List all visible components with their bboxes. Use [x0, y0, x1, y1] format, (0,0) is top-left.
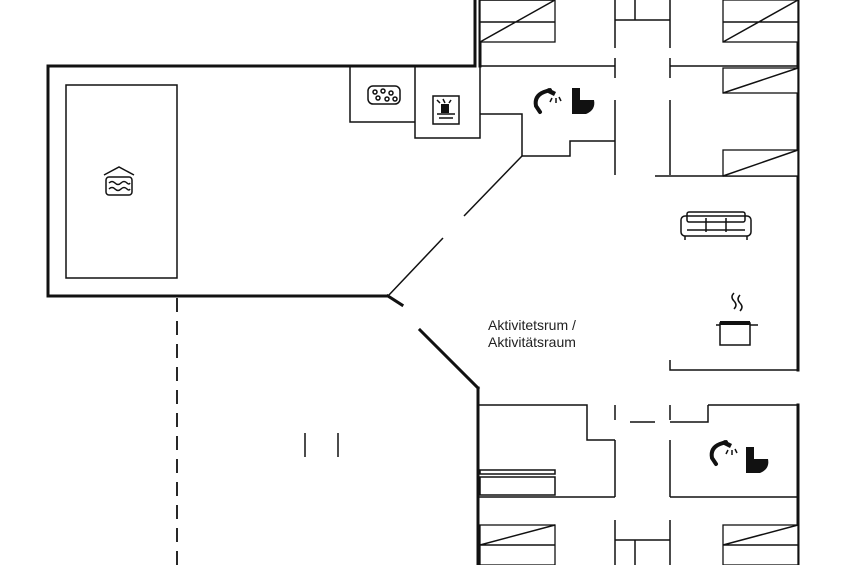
toilet-icon	[572, 88, 595, 114]
bed-icon	[722, 0, 799, 43]
bed-icon	[479, 524, 556, 565]
cooking-pot-icon	[716, 292, 758, 346]
room-label-line-2: Aktivitätsraum	[488, 334, 576, 350]
toilet-icon	[746, 447, 769, 473]
pool-hall-walls	[46, 0, 477, 308]
upper-corridor-walls	[478, 0, 800, 372]
bed-icon	[722, 67, 799, 94]
shower-icon	[709, 440, 738, 466]
pool	[65, 84, 178, 279]
whirlpool-icon	[367, 85, 401, 105]
bed-icon	[722, 149, 799, 177]
lower-beds	[479, 524, 799, 565]
bed-icon	[479, 0, 556, 43]
sofa-icon	[680, 211, 752, 240]
room-label-line-1: Aktivitetsrum /	[488, 317, 576, 333]
sauna-icon	[432, 95, 460, 125]
bed-icon	[722, 524, 799, 565]
pool-icon	[103, 166, 135, 196]
counter	[479, 469, 556, 496]
shower-icon	[533, 88, 562, 114]
diagonal-walls	[387, 155, 523, 391]
terrace-marks	[304, 433, 339, 457]
lower-wing-walls	[476, 386, 800, 565]
spa-cubicles	[349, 66, 481, 139]
room-label-activity-room: Aktivitetsrum / Aktivitätsraum	[488, 317, 576, 351]
upper-beds	[479, 0, 799, 177]
